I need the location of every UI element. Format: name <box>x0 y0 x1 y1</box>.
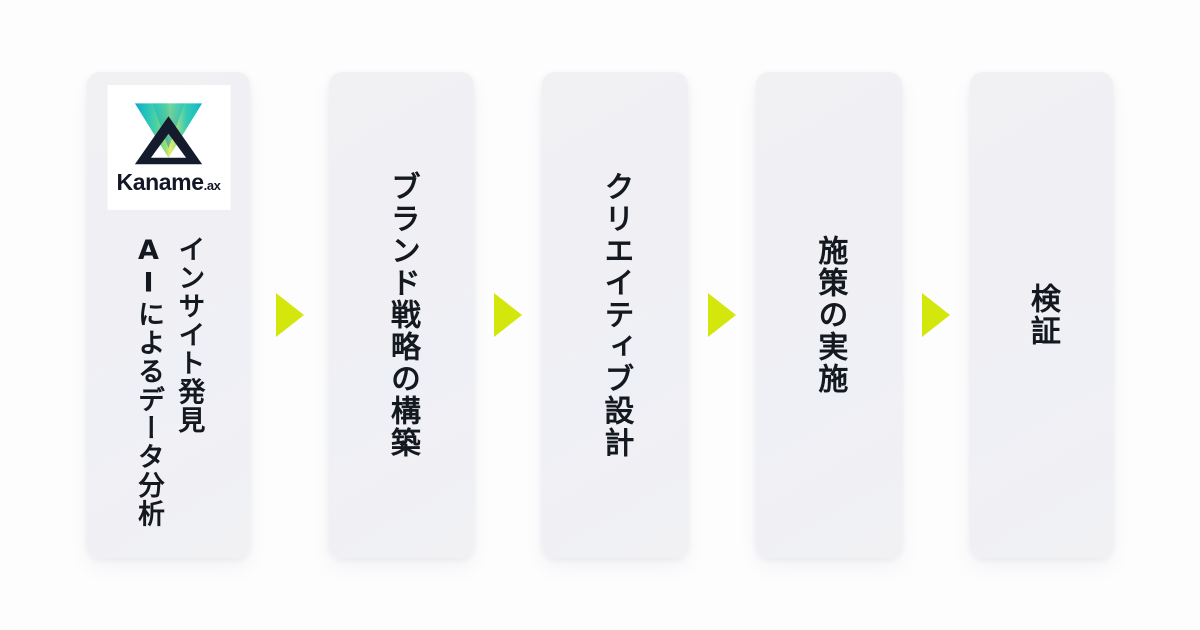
flow-step-3-labels: クリエイティブ設計 <box>542 72 688 558</box>
brand-suffix: .ax <box>203 178 221 193</box>
flow-step-4-line-1: 施策の実施 <box>812 235 848 395</box>
arrow-right-triangle-icon-2 <box>494 293 522 337</box>
flow-step-1-line-2: AIによるデータ分析 <box>133 235 164 528</box>
flow-step-card-2[interactable]: ブランド戦略の構築 <box>329 72 474 558</box>
flow-step-1-labels: インサイト発見 AIによるデータ分析 <box>87 72 250 558</box>
arrow-right-triangle-icon-3 <box>708 293 736 337</box>
flow-step-5-labels: 検証 <box>970 72 1113 558</box>
flow-step-3-line-1: クリエイティブ設計 <box>598 171 634 459</box>
flow-arrow-slot-3 <box>688 72 756 558</box>
arrow-right-triangle-icon-4 <box>922 293 950 337</box>
flow-step-5-line-1: 検証 <box>1024 283 1060 347</box>
flow-step-card-5[interactable]: 検証 <box>970 72 1113 558</box>
brand-name: Kaname <box>116 169 204 195</box>
flow-arrow-slot-4 <box>902 72 970 558</box>
flow-arrow-slot-2 <box>474 72 542 558</box>
flow-step-card-4[interactable]: 施策の実施 <box>756 72 902 558</box>
flow-step-card-3[interactable]: クリエイティブ設計 <box>542 72 688 558</box>
flow-step-card-1[interactable]: Kaname .ax インサイト発見 AIによるデータ分析 <box>87 72 250 558</box>
flow-step-2-labels: ブランド戦略の構築 <box>329 72 474 558</box>
arrow-right-triangle-icon-1 <box>275 293 304 337</box>
flow-step-4-labels: 施策の実施 <box>756 72 902 558</box>
flow-track: Kaname .ax インサイト発見 AIによるデータ分析 ブランド戦略の構築 <box>87 72 1113 558</box>
flow-arrow-slot-1 <box>250 72 329 558</box>
kaname-ax-logo-icon <box>134 103 203 165</box>
brand-logo-tile: Kaname .ax <box>108 86 229 209</box>
brand-wordmark: Kaname .ax <box>117 171 221 194</box>
flow-step-1-line-1: インサイト発見 <box>173 235 205 435</box>
flow-step-2-line-1: ブランド戦略の構築 <box>384 171 420 459</box>
